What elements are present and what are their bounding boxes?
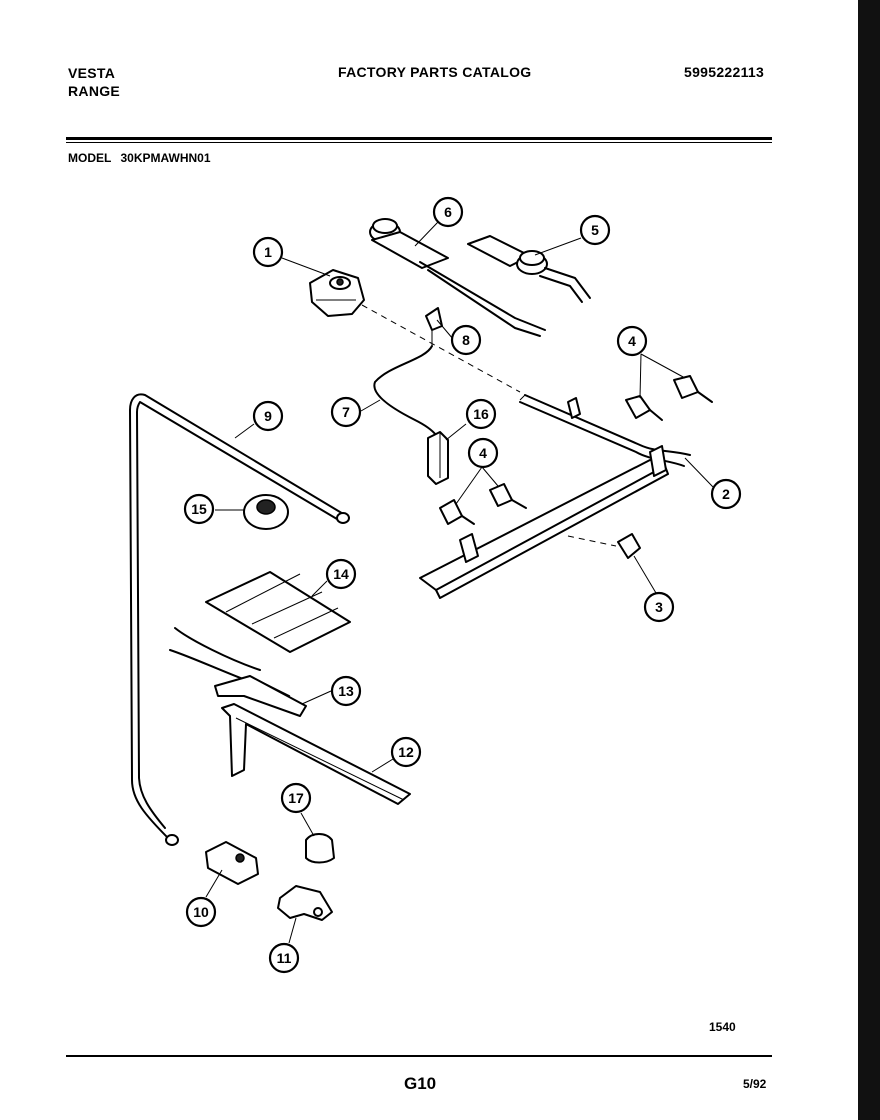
brand-block: VESTA RANGE <box>68 64 120 100</box>
callout-3: 3 <box>643 591 675 623</box>
part-4-valves-lower <box>439 483 527 525</box>
callout-9: 9 <box>252 400 284 432</box>
callout-10: 10 <box>185 896 217 928</box>
callout-5: 5 <box>579 214 611 246</box>
part-8-clip <box>425 307 443 346</box>
catalog-number: 5995222113 <box>684 64 765 80</box>
model-line: MODEL 30KPMAWHN01 <box>68 151 211 165</box>
part-14-shield <box>205 571 351 653</box>
part-3-valve <box>567 533 641 559</box>
callout-7: 7 <box>330 396 362 428</box>
scan-edge <box>858 0 880 1120</box>
part-5-burner-right <box>467 235 591 303</box>
part-9-tube <box>129 393 350 846</box>
model-number: 30KPMAWHN01 <box>120 151 211 165</box>
svg-text:17: 17 <box>288 790 304 806</box>
callout-12: 12 <box>390 736 422 768</box>
svg-text:12: 12 <box>398 744 414 760</box>
callout-14: 14 <box>325 558 357 590</box>
callout-4-upper: 4 <box>616 325 648 357</box>
svg-text:14: 14 <box>333 566 349 582</box>
svg-text:7: 7 <box>342 404 350 420</box>
callout-8: 8 <box>450 324 482 356</box>
svg-text:5: 5 <box>591 222 599 238</box>
callout-4-lower: 4 <box>467 437 499 469</box>
callout-13: 13 <box>330 675 362 707</box>
callout-1: 1 <box>252 236 284 268</box>
brand-name: VESTA <box>68 65 116 81</box>
page-code: G10 <box>404 1074 437 1093</box>
part-6-burner-left <box>369 218 546 337</box>
part-12-burner <box>221 703 411 805</box>
svg-text:9: 9 <box>264 408 272 424</box>
callout-15: 15 <box>183 493 215 525</box>
svg-text:10: 10 <box>193 904 209 920</box>
svg-text:11: 11 <box>277 950 292 966</box>
part-15-nut <box>243 494 289 530</box>
callout-17: 17 <box>280 782 312 814</box>
footer-rule <box>66 1055 772 1057</box>
svg-text:4: 4 <box>479 445 487 461</box>
callout-6: 6 <box>432 196 464 228</box>
callout-11: 11 <box>268 942 300 974</box>
part-2-manifold <box>419 394 691 599</box>
date-code: 5/92 <box>743 1077 767 1091</box>
svg-text:4: 4 <box>628 333 636 349</box>
header-rule <box>66 137 772 140</box>
svg-text:15: 15 <box>191 501 207 517</box>
svg-text:1: 1 <box>264 244 272 260</box>
part-11-bracket <box>277 885 333 921</box>
part-1-regulator <box>309 269 521 393</box>
part-7-wire <box>373 345 437 436</box>
part-17-clip <box>305 833 335 864</box>
svg-text:3: 3 <box>655 599 663 615</box>
part-4-valves-upper <box>625 375 713 421</box>
part-16-module <box>427 431 449 485</box>
callout-2: 2 <box>710 478 742 510</box>
svg-text:2: 2 <box>722 486 730 502</box>
product-type: RANGE <box>68 83 121 99</box>
svg-text:8: 8 <box>462 332 470 348</box>
part-13-igniter <box>169 627 307 717</box>
header-rule-thin <box>66 142 772 143</box>
model-label: MODEL <box>68 151 112 165</box>
callout-16: 16 <box>465 398 497 430</box>
svg-text:6: 6 <box>444 204 452 220</box>
leader-lines <box>205 221 714 944</box>
catalog-title: FACTORY PARTS CATALOG <box>338 64 532 80</box>
svg-text:13: 13 <box>338 683 354 699</box>
diagram-code: 1540 <box>709 1020 736 1034</box>
svg-text:16: 16 <box>473 406 489 422</box>
part-10-block <box>205 841 259 885</box>
